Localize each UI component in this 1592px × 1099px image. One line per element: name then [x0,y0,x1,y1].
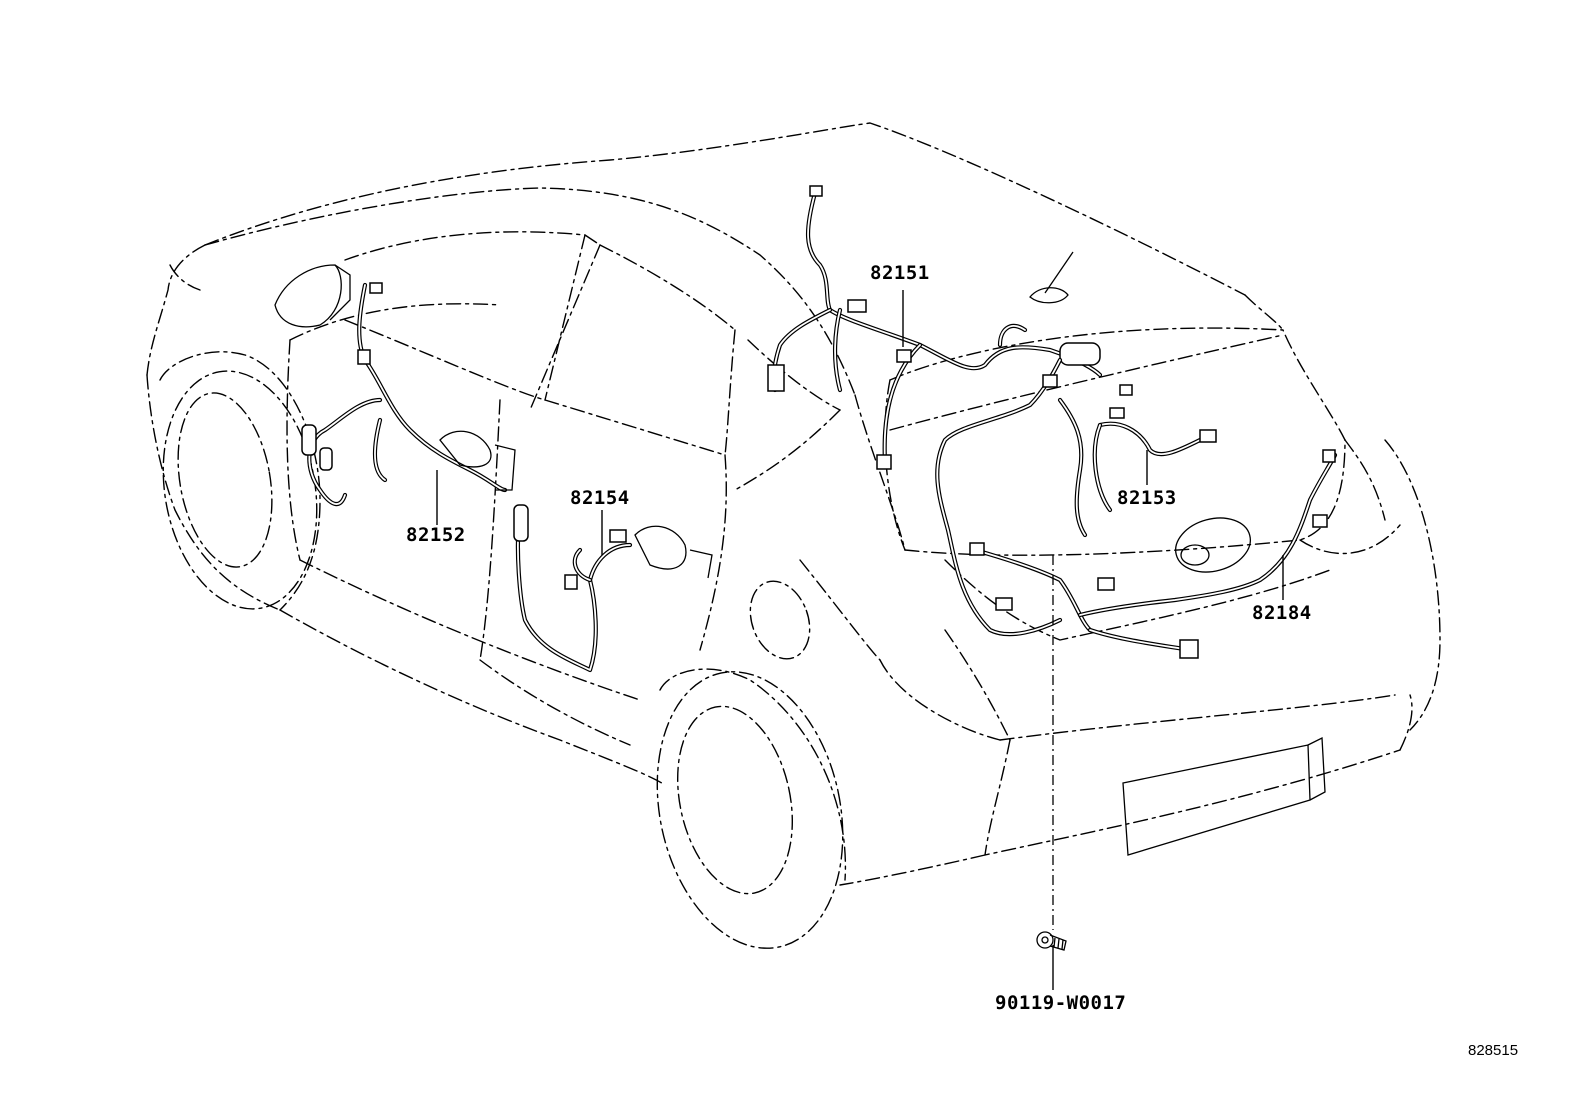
bolt-icon [1036,931,1067,951]
car-body-outline [146,122,1441,949]
leader-lines [436,290,1284,990]
part-label-82151: 82151 [870,262,930,284]
harness-82153 [935,357,1338,659]
part-label-82153: 82153 [1117,487,1177,509]
diagram-reference-code: 828515 [1468,1042,1519,1059]
part-label-90119-w0017: 90119-W0017 [995,992,1127,1014]
harness-82151 [767,185,1103,470]
harness-82152 [301,282,516,507]
part-label-82154: 82154 [570,487,630,509]
part-label-82152: 82152 [406,524,466,546]
part-label-82184: 82184 [1252,602,1312,624]
wire-harness-group [301,185,1338,673]
harness-82154 [513,504,713,673]
